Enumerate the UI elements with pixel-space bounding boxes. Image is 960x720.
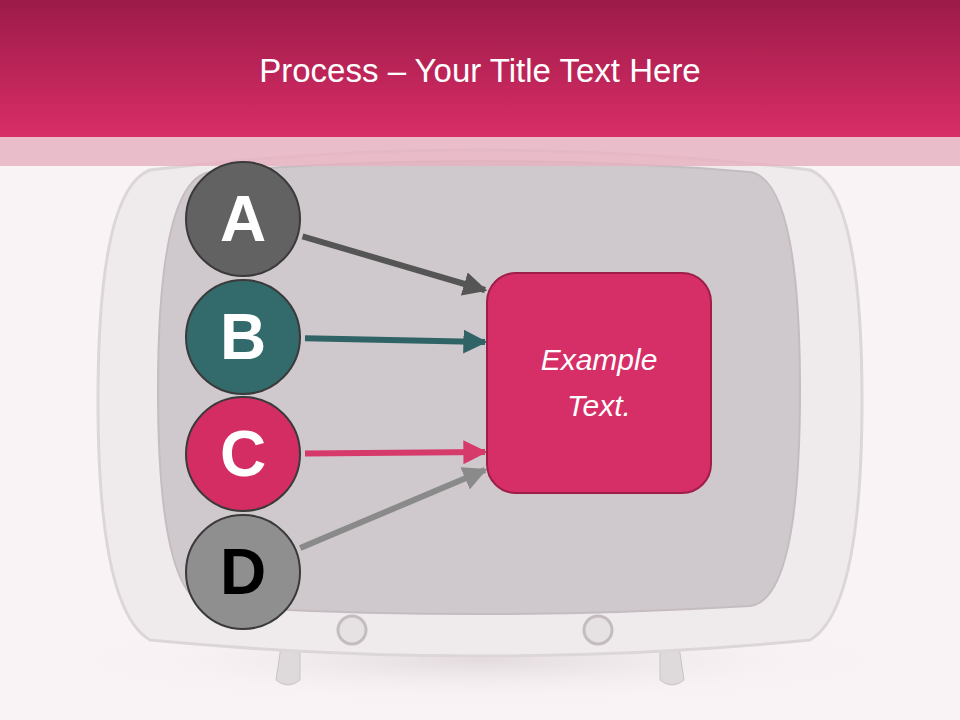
slide-title: Process – Your Title Text Here — [0, 52, 960, 90]
step-circle: D — [185, 514, 301, 630]
flow-arrow — [300, 470, 485, 548]
flow-arrow — [305, 338, 485, 342]
flow-arrow — [305, 452, 485, 454]
step-letter: C — [220, 422, 266, 486]
step-letter: D — [220, 540, 266, 604]
step-letter: B — [220, 305, 266, 369]
step-letter: A — [220, 187, 266, 251]
result-box: Example Text. — [486, 272, 712, 494]
step-circle: C — [185, 396, 301, 512]
flow-arrow — [303, 236, 486, 290]
step-circle: B — [185, 279, 301, 395]
example-text: Example Text. — [519, 337, 679, 430]
step-circle: A — [185, 161, 301, 277]
